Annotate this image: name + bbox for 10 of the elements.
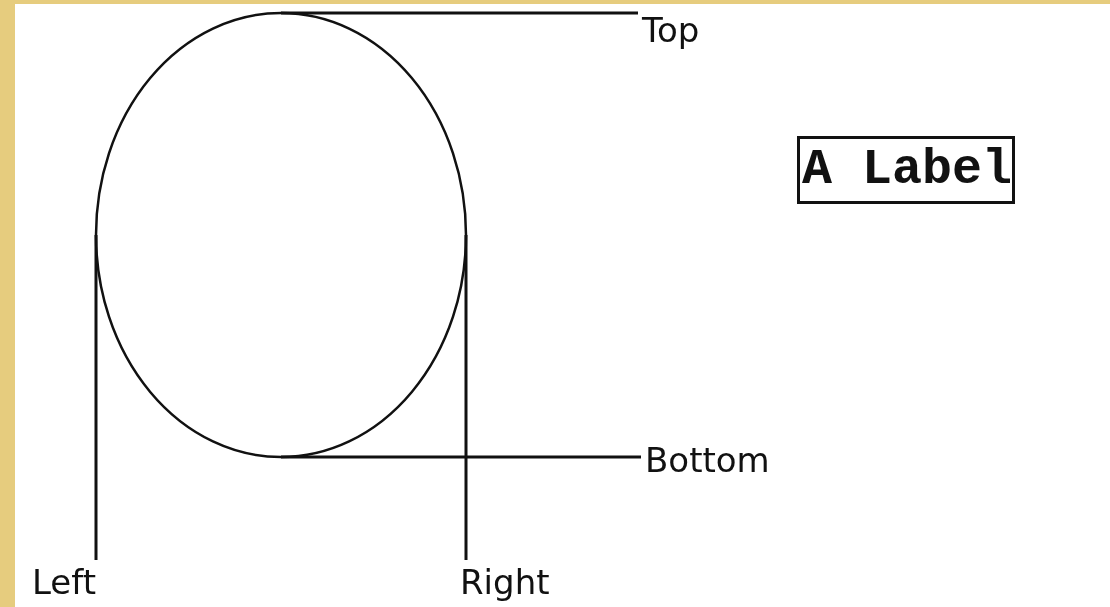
label-box: A Label [797, 136, 1016, 204]
leader-label: Right [460, 562, 550, 602]
leader-label: Bottom [645, 440, 770, 480]
ellipse-outline [94, 11, 468, 459]
leader-label: Top [642, 10, 700, 50]
leader-line [281, 11, 638, 15]
leader-line [281, 455, 641, 459]
leader-line [94, 235, 98, 560]
leader-label: Left [32, 562, 96, 602]
leader-line [464, 235, 468, 560]
